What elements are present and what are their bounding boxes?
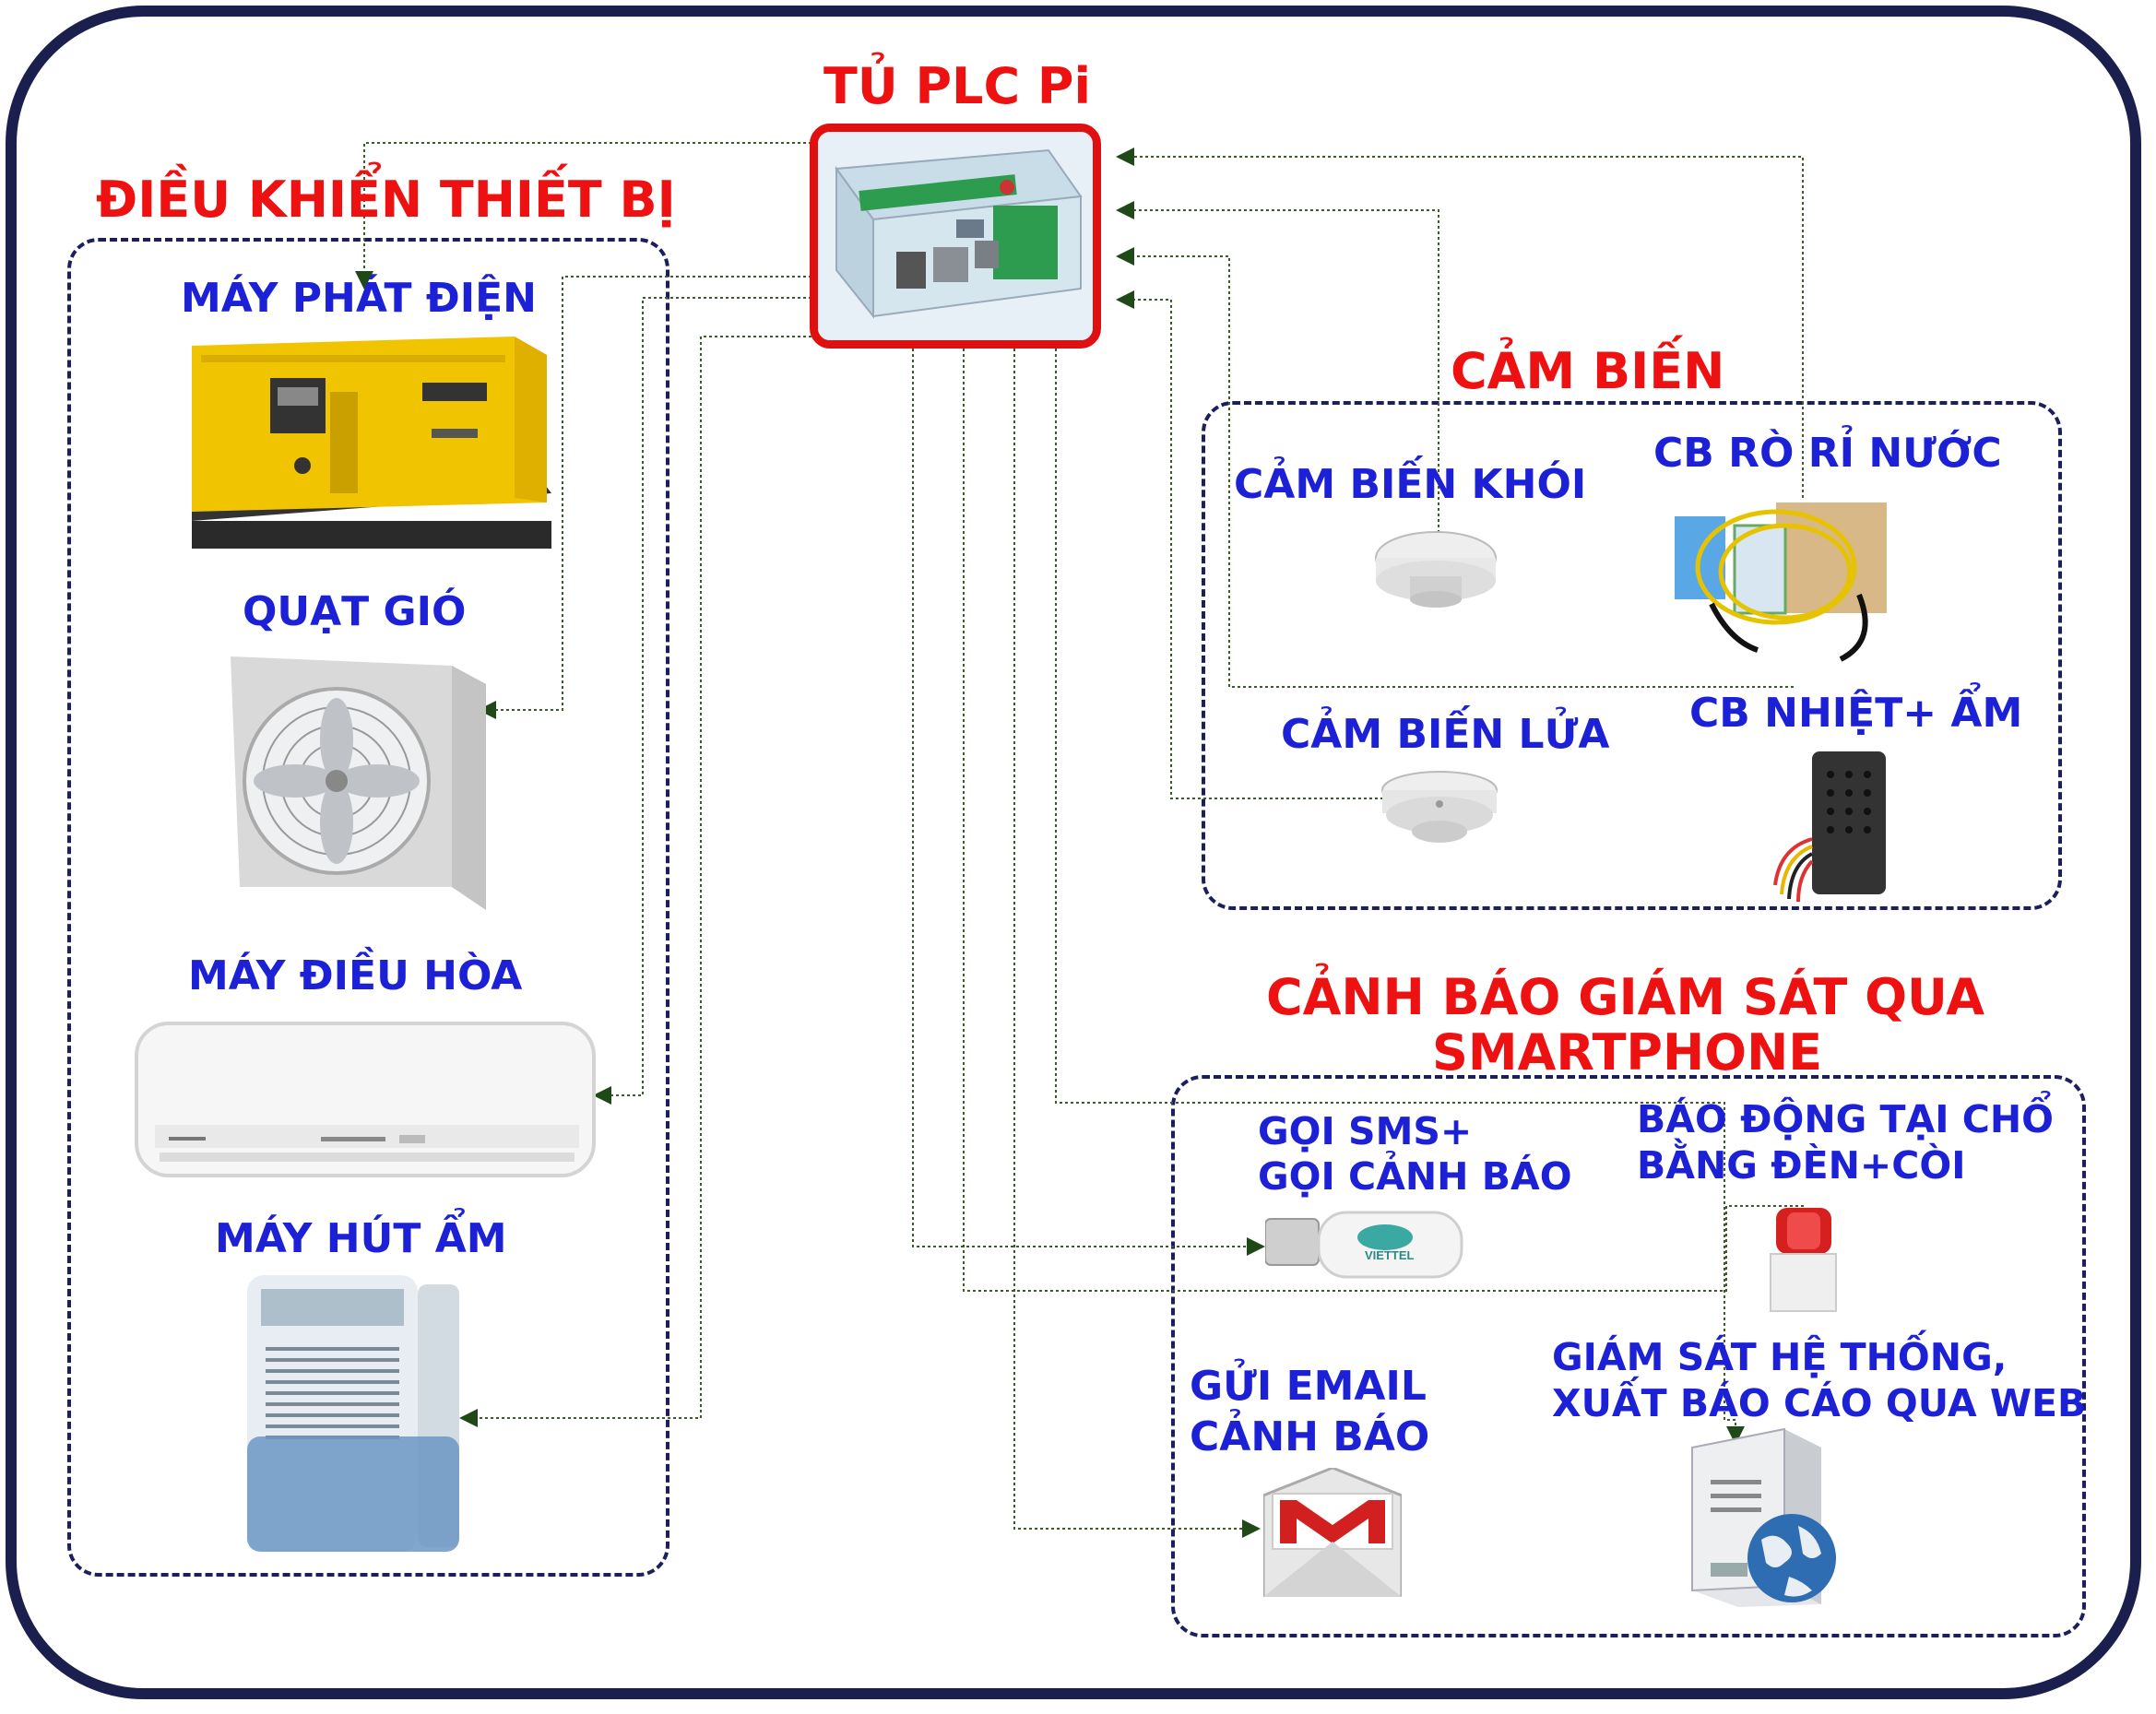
wire-plc-generator: [355, 142, 811, 290]
air-conditioner-icon: [132, 1019, 598, 1185]
control-section-title: ĐIỀU KHIỂN THIẾT BỊ: [96, 171, 676, 229]
wire-plc-dehumidifier: [459, 336, 811, 1427]
plc-title: TỦ PLC Pi: [823, 57, 1091, 115]
web-label-line2: XUẤT BÁO CÁO QUA WEB: [1552, 1381, 2087, 1425]
viettel-brand-text: VIETTEL: [1365, 1248, 1415, 1262]
industrial-fan-icon: [231, 656, 486, 910]
alert-group-box: [1171, 1075, 2086, 1637]
wire-plc-email: [1013, 349, 1261, 1538]
temp-humidity-sensor-label: CB NHIỆT+ ẨM: [1689, 690, 2023, 737]
smoke-detector-icon: [1371, 526, 1500, 618]
generator-icon: [183, 327, 561, 562]
web-label-line1: GIÁM SÁT HỆ THỐNG,: [1552, 1335, 2008, 1379]
water-leak-sensor-icon: [1656, 484, 1892, 668]
fire-detector-icon: [1379, 767, 1500, 850]
wire-plc-web: [1055, 349, 1745, 1445]
wire-plc-sms: [912, 349, 1265, 1256]
sms-label-line2: GỌI CẢNH BÁO: [1258, 1154, 1572, 1199]
wire-plc-ac: [593, 297, 811, 1105]
email-label-line1: GỬI EMAIL: [1190, 1363, 1427, 1410]
temperature-humidity-sensor-icon: [1761, 747, 1900, 904]
wire-smoke-plc: [1116, 201, 1439, 572]
alert-section-title-line2: SMARTPHONE: [1432, 1023, 1823, 1082]
dehumidifier-icon: [247, 1275, 461, 1552]
sms-label-line1: GỌI SMS+: [1258, 1109, 1473, 1153]
water-leak-sensor-label: CB RÒ RỈ NƯỚC: [1653, 430, 2002, 477]
gmail-icon: [1262, 1466, 1404, 1599]
fan-label: QUẠT GIÓ: [243, 588, 467, 635]
dehumidifier-label: MÁY HÚT ẨM: [215, 1215, 507, 1262]
wire-plc-fan: [478, 276, 811, 719]
smoke-sensor-label: CẢM BIẾN KHÓI: [1234, 461, 1587, 508]
outer-frame: [6, 6, 2141, 1699]
fire-sensor-label: CẢM BIẾN LỬA: [1281, 711, 1610, 758]
alert-section-title-line1: CẢNH BÁO GIÁM SÁT QUA: [1266, 968, 1985, 1026]
siren-label-line1: BÁO ĐỘNG TẠI CHỔ: [1637, 1097, 2055, 1141]
siren-icon: [1769, 1203, 1838, 1314]
wire-temp-plc: [1116, 247, 1794, 688]
email-label-line2: CẢNH BÁO: [1190, 1413, 1430, 1460]
wire-fire-plc: [1116, 290, 1439, 799]
siren-label-line2: BẰNG ĐÈN+CÒI: [1637, 1143, 1966, 1188]
web-server-icon: [1683, 1424, 1844, 1609]
plc-cabinet-icon: [810, 124, 1101, 349]
control-group-box: [67, 238, 669, 1577]
wire-waterleak-plc: [1116, 148, 1804, 498]
usb-modem-icon: VIETTEL: [1264, 1208, 1466, 1283]
generator-label: MÁY PHÁT ĐIỆN: [181, 275, 537, 322]
sensor-group-box: [1202, 401, 2062, 910]
sensor-section-title: CẢM BIẾN: [1451, 342, 1725, 400]
ac-label: MÁY ĐIỀU HÒA: [188, 952, 523, 999]
